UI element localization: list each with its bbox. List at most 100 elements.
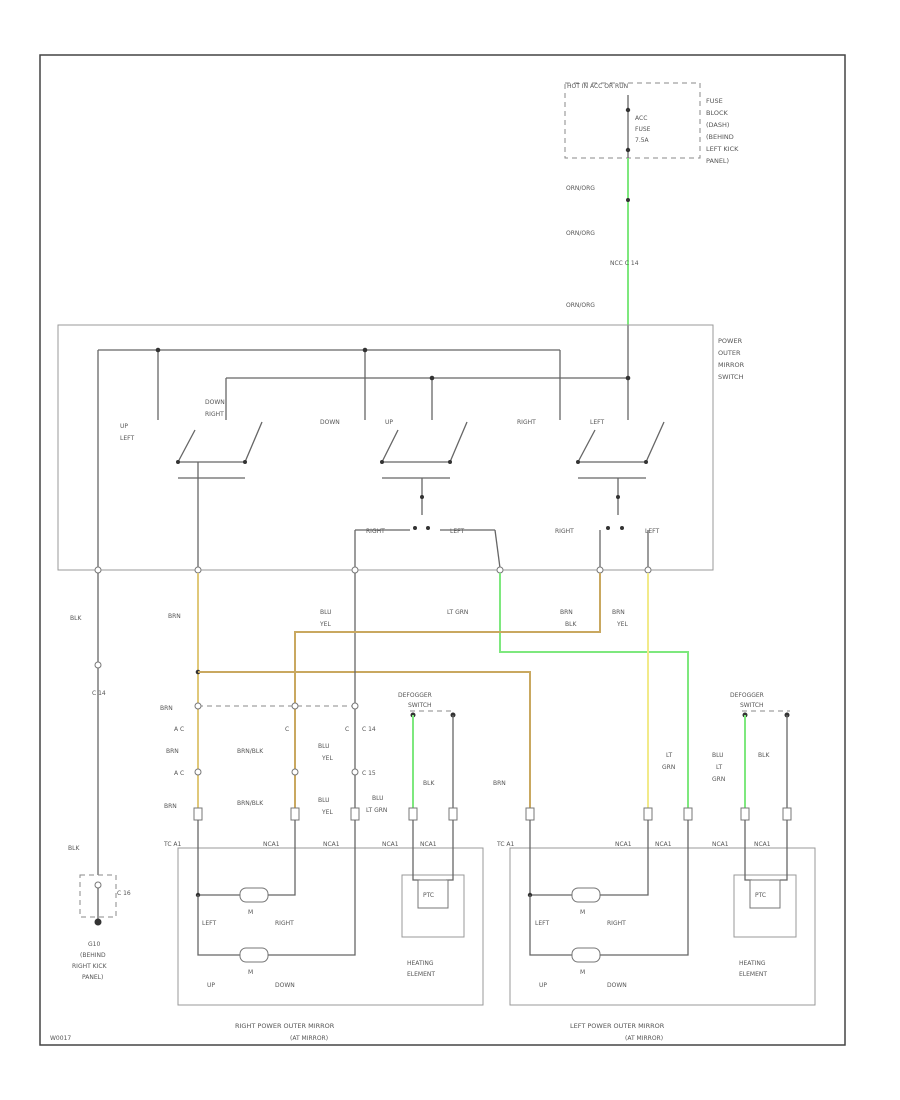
pin-r2: NCA1 <box>263 841 280 848</box>
rh-defogger-2: SWITCH <box>408 702 432 709</box>
fuse-name-2: FUSE <box>635 126 651 133</box>
wire-brn-label: BRN <box>168 613 181 620</box>
fuse-block-header: HOT IN ACC OR RUN <box>567 83 628 90</box>
rh-brnblk: BRN/BLK <box>237 748 264 755</box>
pin-r1: TC A1 <box>163 841 182 848</box>
sw-right-right: RIGHT <box>517 419 536 426</box>
wire-brnblk-1: BRN <box>560 609 573 616</box>
mirror-pins: TC A1 NCA1 NCA1 NCA1 NCA1 TC A1 NCA1 NCA… <box>163 807 792 848</box>
fuse-contact-top <box>625 107 631 113</box>
lh-defogger-1: DEFOGGER <box>730 692 764 699</box>
fuse-name: ACC <box>635 115 647 122</box>
bus-node-3 <box>429 375 435 381</box>
sel1-right: RIGHT <box>366 528 385 535</box>
bus-node-4 <box>625 375 631 381</box>
wire-brnyel-2: YEL <box>616 621 628 628</box>
sw-right-left: LEFT <box>590 419 604 426</box>
fuse-loc-5: LEFT KICK <box>706 145 739 153</box>
lm-heater-inner: PTC <box>755 892 766 899</box>
lm-heating-2: ELEMENT <box>739 971 767 978</box>
pin-r5: NCA1 <box>420 841 437 848</box>
lm-title: LEFT POWER OUTER MIRROR <box>570 1022 665 1030</box>
fuse-loc-3: (DASH) <box>706 121 729 129</box>
sw-right-label: RIGHT <box>205 411 224 418</box>
rh-def-blk-label: BLK <box>423 780 435 787</box>
rm-heating-2: ELEMENT <box>407 971 435 978</box>
fuse-block-dashed-box <box>564 82 701 159</box>
right-mirror: M LEFT RIGHT M UP DOWN PTC HEATING ELEME… <box>177 820 484 1042</box>
rm-right: RIGHT <box>275 920 294 927</box>
wire-ltgrn-label: LT GRN <box>447 609 468 616</box>
mirror-switch: POWER OUTER MIRROR SWITCH UP LEFT DOWN R… <box>57 324 745 571</box>
rh-bluyel2-1: BLU <box>318 797 330 804</box>
switch-title-2: OUTER <box>718 349 741 357</box>
rh-brn-c: BRN <box>164 803 177 810</box>
pin-l2: NCA1 <box>615 841 632 848</box>
pin-r4: NCA1 <box>382 841 399 848</box>
selector-row-1: RIGHT LEFT <box>354 526 501 569</box>
switch-title-1: POWER <box>718 337 743 345</box>
lm-up: UP <box>539 982 547 989</box>
rm-motor-ud: M <box>248 969 253 976</box>
wire-brnyel-1: BRN <box>612 609 625 616</box>
fuse-contact-bottom <box>625 147 631 153</box>
wire-blk-label: BLK <box>70 615 82 622</box>
sw-mid-down: DOWN <box>320 419 340 426</box>
switch-pins <box>94 566 652 574</box>
lm-down: DOWN <box>607 982 627 989</box>
diagram-frame <box>39 54 846 1046</box>
pin-l3: NCA1 <box>655 841 672 848</box>
ground-1: G10 <box>88 941 100 948</box>
lh-blk-label: BLK <box>758 752 770 759</box>
lm-left: LEFT <box>535 920 549 927</box>
sel2-left: LEFT <box>645 528 659 535</box>
ground-2: (BEHIND <box>80 952 106 959</box>
fuse-loc-4: (BEHIND <box>706 133 734 141</box>
rh-brn-label: BRN <box>493 780 506 787</box>
rh-blult-1: BLU <box>372 795 384 802</box>
wire-brnblk-2: BLK <box>565 621 577 628</box>
ground-conn: C 16 <box>117 890 131 897</box>
wire-brn-blk <box>294 573 601 808</box>
lm-subtitle: (AT MIRROR) <box>625 1035 663 1042</box>
rh-c2: C <box>345 726 349 733</box>
rh-blult-2: LT GRN <box>366 807 387 814</box>
lh-blult-3: GRN <box>712 776 725 783</box>
sw-down-label: DOWN <box>205 399 225 406</box>
rh-bluyel-1: BLU <box>318 743 330 750</box>
rh-a-c: A C <box>174 770 184 777</box>
switch-title-4: SWITCH <box>718 373 744 381</box>
lm-motor-lr: M <box>580 909 585 916</box>
sel2-right: RIGHT <box>555 528 574 535</box>
sw-left-up: UP <box>120 423 128 430</box>
pin-r3: NCA1 <box>323 841 340 848</box>
rm-motor-lr: M <box>248 909 253 916</box>
rm-heater-inner: PTC <box>423 892 434 899</box>
feed-wire-label-3: ORN/ORG <box>566 302 595 309</box>
right-mirror-box <box>177 847 484 1006</box>
switch-contacts-3 <box>576 421 665 515</box>
rm-up: UP <box>207 982 215 989</box>
lh-ltgrn-2: GRN <box>662 764 675 771</box>
pin-l1: TC A1 <box>496 841 515 848</box>
rm-left: LEFT <box>202 920 216 927</box>
lh-blult-1: BLU <box>712 752 724 759</box>
left-blk2-label: BLK <box>68 845 80 852</box>
c14-ring <box>94 661 102 669</box>
rh-brnblk2: BRN/BLK <box>237 800 264 807</box>
rh-bluyel2-2: YEL <box>321 809 333 816</box>
switch-box <box>57 324 714 571</box>
left-c14-label: C 14 <box>92 690 106 697</box>
rh-c1: C <box>285 726 289 733</box>
selector-row-2: RIGHT LEFT <box>555 526 659 568</box>
rh-ac: A C <box>174 726 184 733</box>
wire-blu-label: BLU <box>320 609 332 616</box>
left-harness-labels: LT GRN DEFOGGER SWITCH BLU LT GRN BLK <box>662 692 790 808</box>
ground-3: RIGHT KICK <box>72 963 108 970</box>
fuse-loc-6: PANEL) <box>706 157 729 165</box>
fuse-block: HOT IN ACC OR RUN ACC FUSE 7.5A FUSE BLO… <box>564 82 739 165</box>
pin-l5: NCA1 <box>754 841 771 848</box>
fuse-rating: 7.5A <box>635 137 650 144</box>
footer-code: W0017 <box>50 1035 71 1042</box>
left-mirror: M LEFT RIGHT M UP DOWN PTC HEATING ELEME… <box>509 820 816 1042</box>
